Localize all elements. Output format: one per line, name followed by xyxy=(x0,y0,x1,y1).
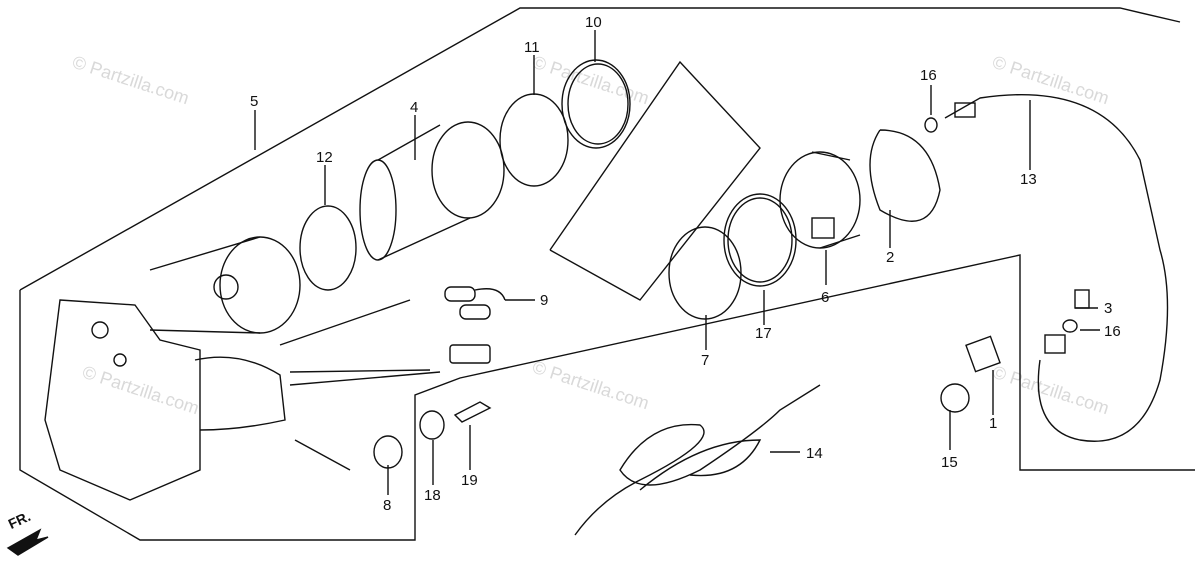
part-label-9: 9 xyxy=(540,292,548,309)
part-label-1: 1 xyxy=(989,415,997,432)
part-label-2: 2 xyxy=(886,249,894,266)
connector-9 xyxy=(444,286,506,320)
part-label-17: 17 xyxy=(755,325,772,342)
o-ring-17 xyxy=(723,193,797,287)
part-label-14: 14 xyxy=(806,445,823,462)
part-label-16b: 16 xyxy=(1104,323,1121,340)
collar-18 xyxy=(419,410,445,440)
disk-11 xyxy=(499,93,569,187)
part-label-4: 4 xyxy=(410,99,418,116)
part-label-3: 3 xyxy=(1104,300,1112,317)
part-label-6: 6 xyxy=(821,289,829,306)
part-label-15: 15 xyxy=(941,454,958,471)
front-arrow-icon xyxy=(6,528,49,556)
part-label-5: 5 xyxy=(250,93,258,110)
part-label-12: 12 xyxy=(316,149,333,166)
cable-14 xyxy=(574,384,821,536)
clamp-1 xyxy=(965,335,1001,373)
rubber-8 xyxy=(373,435,403,469)
cap-12 xyxy=(299,205,357,291)
filter-element-4 xyxy=(359,121,505,261)
assembly-outline-bottom xyxy=(19,254,1195,541)
part-label-18: 18 xyxy=(424,487,441,504)
washer-16 xyxy=(924,117,938,133)
assembly-outline-top xyxy=(19,7,1181,291)
seal-10 xyxy=(561,59,631,149)
part-label-7: 7 xyxy=(701,352,709,369)
starter-motor xyxy=(44,236,491,501)
part-label-16: 16 xyxy=(920,67,937,84)
clip-2 xyxy=(869,129,941,222)
part-label-8: 8 xyxy=(383,497,391,514)
part-label-11: 11 xyxy=(524,39,540,56)
screen-7 xyxy=(668,226,742,320)
housing-6 xyxy=(779,151,861,249)
sub-outline xyxy=(549,60,761,301)
part-label-10: 10 xyxy=(585,14,602,31)
bolt-19 xyxy=(453,401,492,423)
part-label-19: 19 xyxy=(461,472,478,489)
fitting-3 xyxy=(1074,289,1090,309)
part-label-13: 13 xyxy=(1020,171,1037,188)
hose-13 xyxy=(944,94,1169,442)
grommet-15 xyxy=(940,383,970,413)
